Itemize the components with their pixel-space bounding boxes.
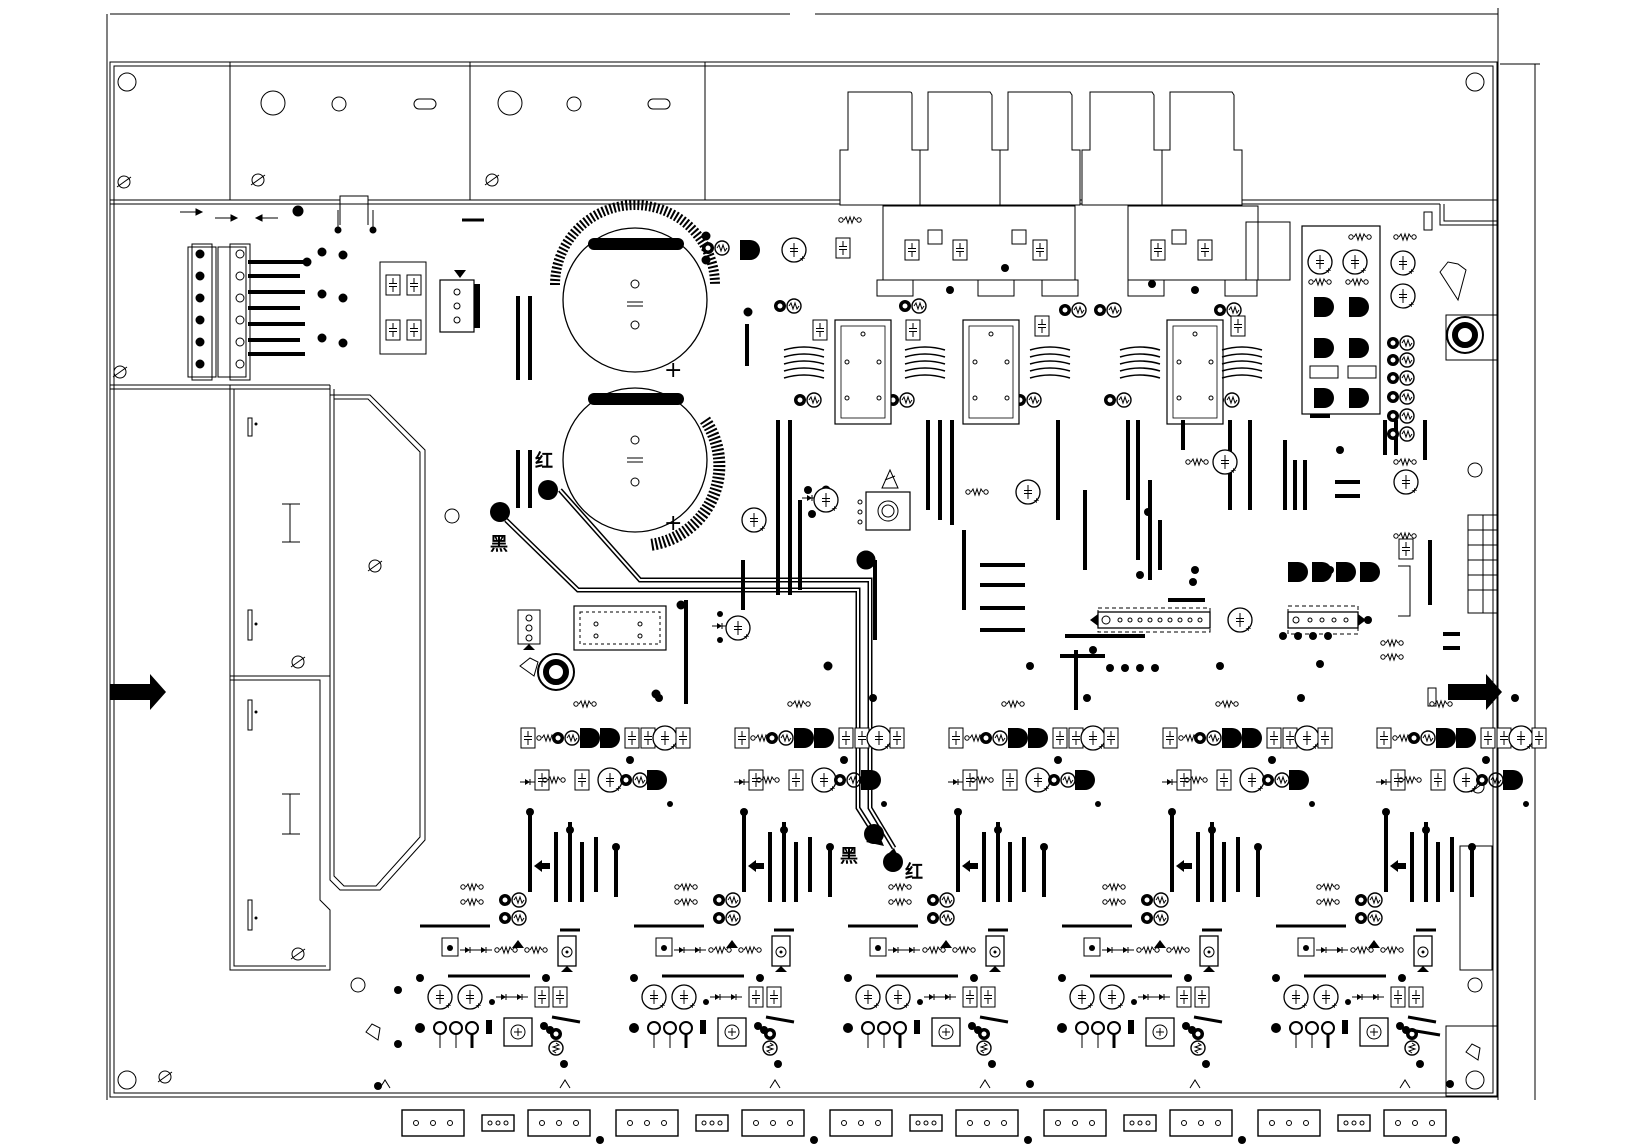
label-black-top: 黑 (490, 534, 508, 555)
power-terminals (490, 480, 903, 872)
filter-capacitor-1: + (555, 205, 715, 383)
transistor-row-right (1288, 562, 1380, 582)
header-connector-mid (1090, 608, 1252, 633)
terminal-block-left (188, 206, 376, 380)
svg-text:+: + (664, 358, 682, 383)
aux-components (518, 606, 750, 690)
svg-text:+: + (664, 511, 682, 536)
capacitor-array (380, 262, 426, 354)
lower-left-parts (366, 986, 1480, 1090)
label-red-bottom: 红 (905, 861, 923, 883)
output-connectors (402, 1080, 1460, 1144)
board-outline (107, 8, 1540, 1100)
relay-section (784, 206, 1290, 424)
fuse-holder (440, 270, 480, 332)
label-black-bottom: 黑 (840, 846, 858, 867)
label-red-top: 红 (535, 450, 553, 472)
amp-channel-1 (415, 694, 690, 1068)
heatsink-clamps (840, 92, 1242, 205)
small-pads-mid (1026, 446, 1372, 672)
